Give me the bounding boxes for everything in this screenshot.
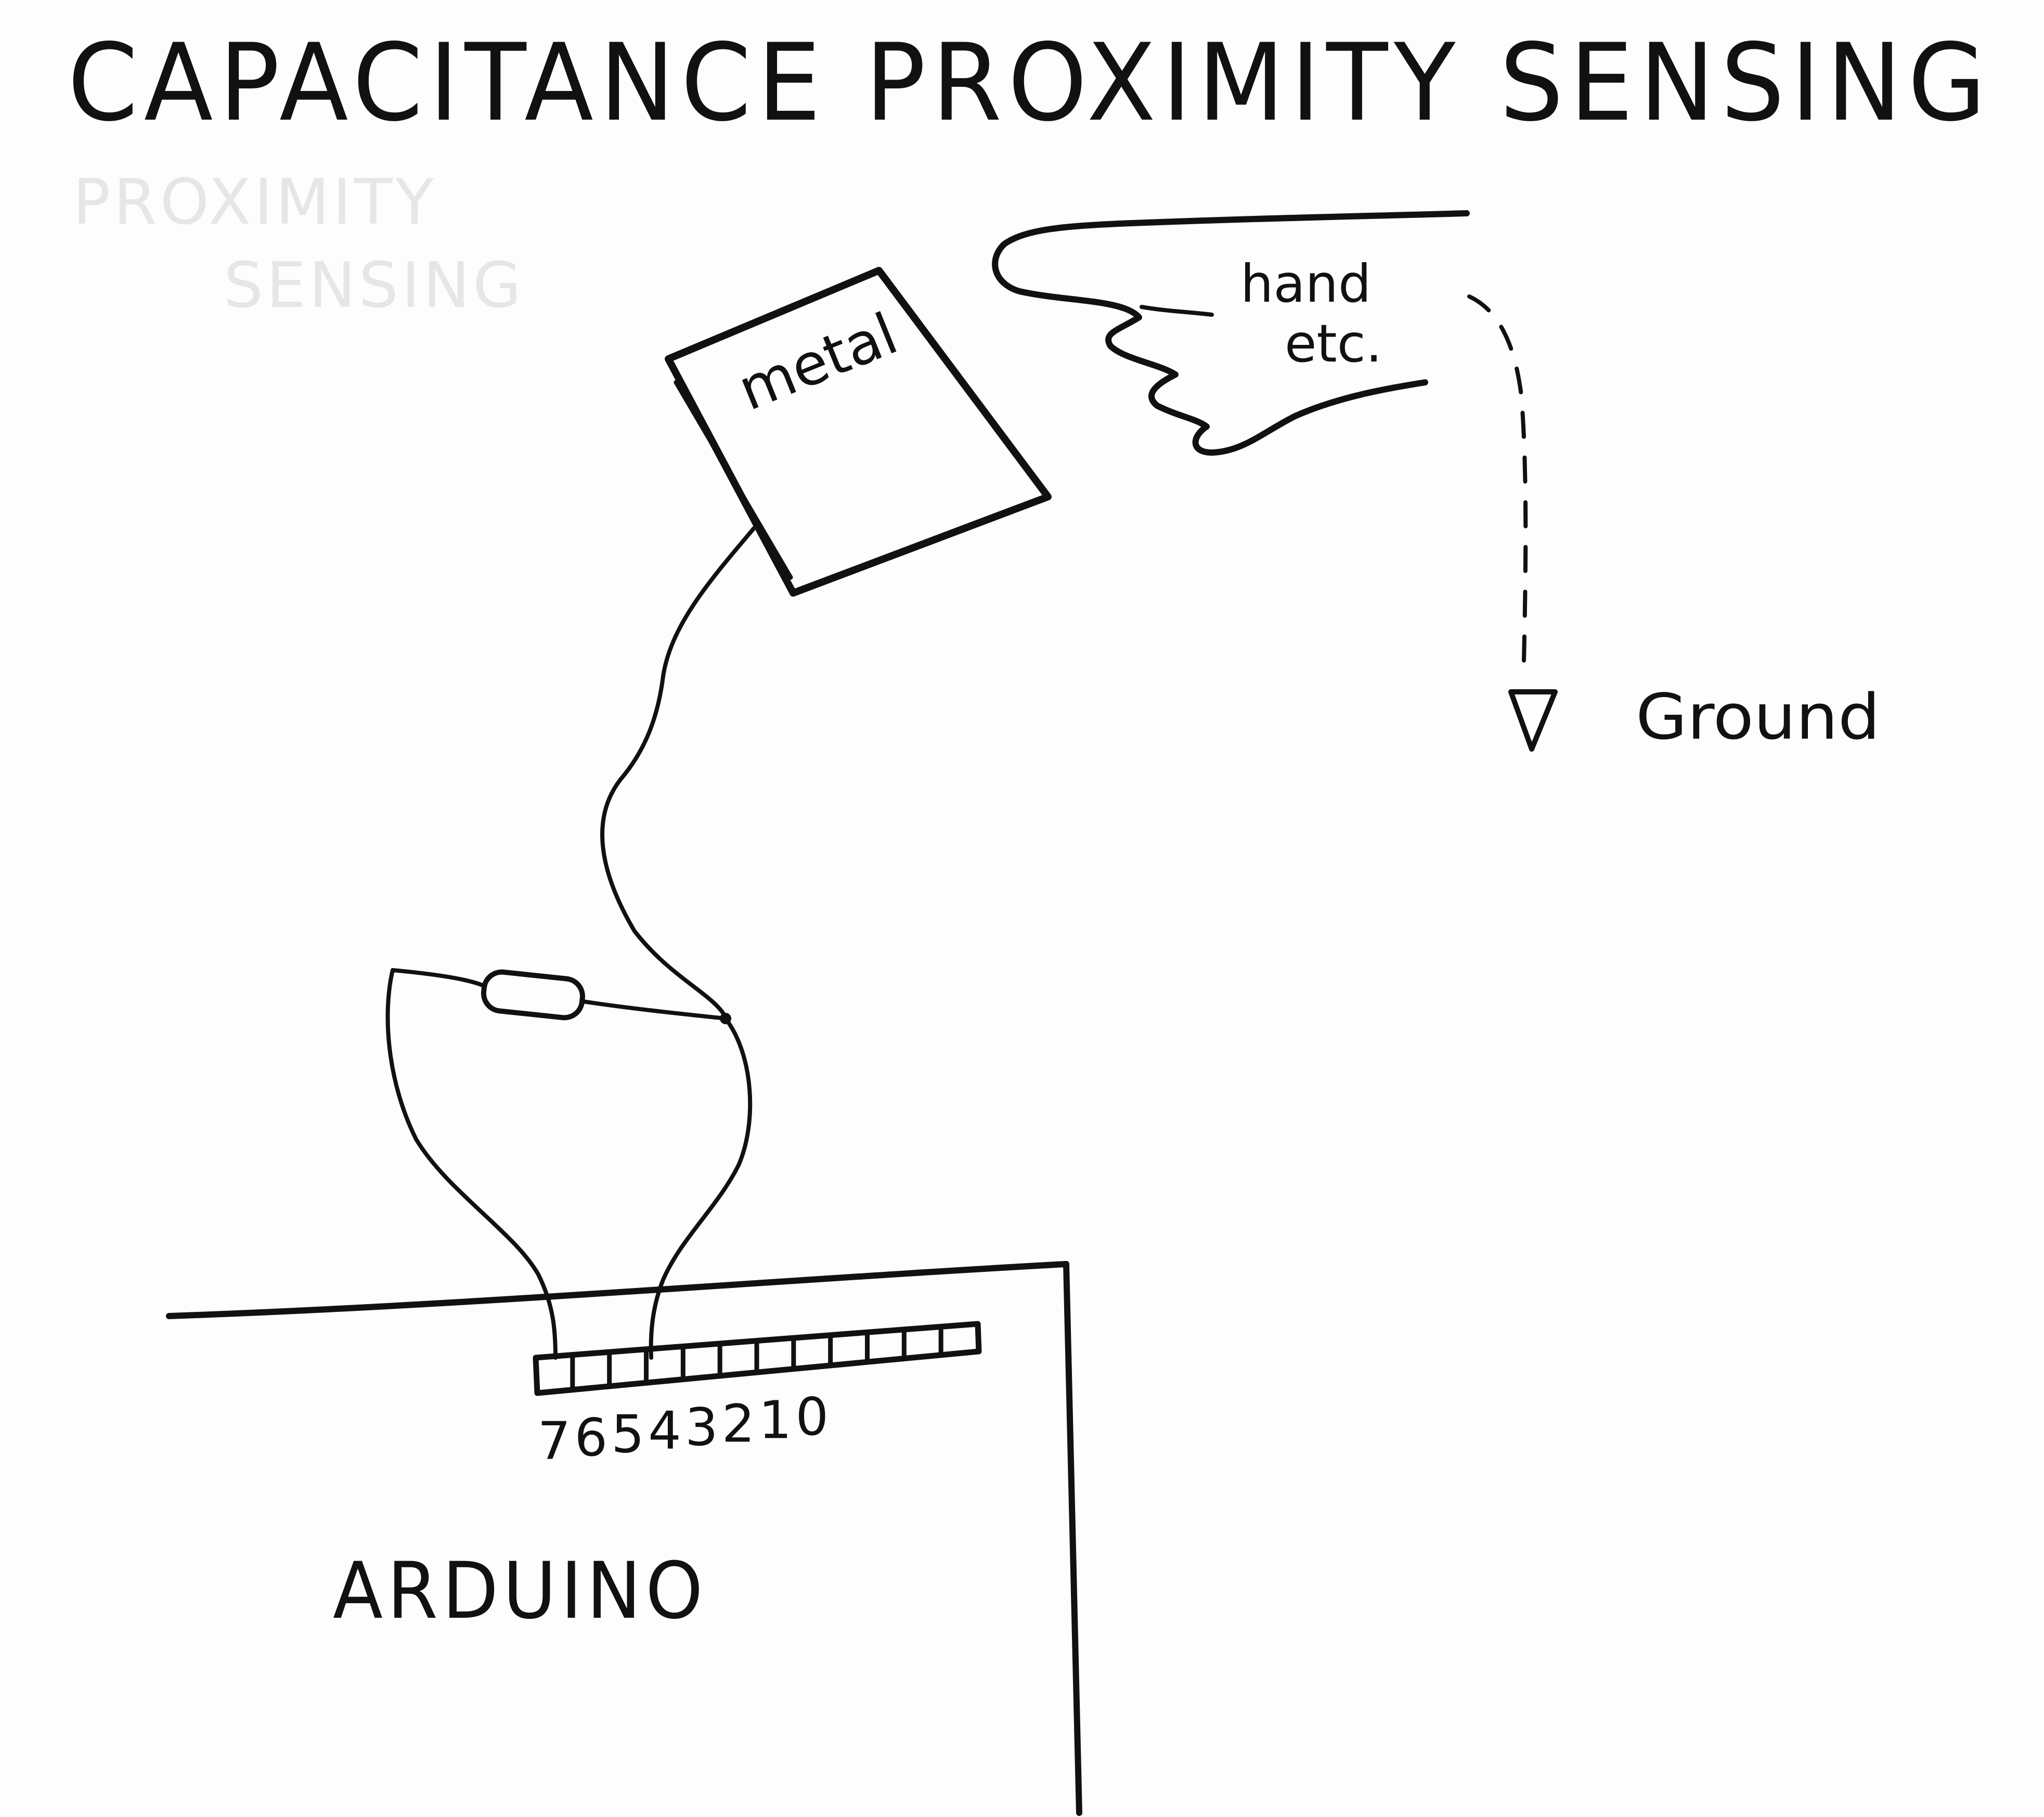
ghost-text-line-2: SENSING [224,250,524,322]
pin-label-2: 2 [722,1393,755,1454]
pin-label-7: 7 [538,1411,571,1472]
ghost-text: PROXIMITY SENSING [73,166,524,322]
metal-plate: metal [668,270,1048,593]
arduino-label: ARDUINO [333,1546,707,1636]
ground-path: Ground [1469,297,1880,754]
diagram-title: CAPACITANCE PROXIMITY SENSING [68,21,1992,145]
sensor-wire [602,528,754,1017]
pin-labels: 76543210 [538,1386,829,1472]
pin-label-3: 3 [685,1397,718,1458]
pin-label-1: 1 [759,1390,792,1451]
pin-header [536,1324,979,1393]
ground-symbol [1511,692,1555,749]
hand-label-line-1: hand [1240,253,1372,314]
pin-label-0: 0 [795,1386,829,1447]
pin-label-6: 6 [574,1407,607,1468]
ground-label: Ground [1636,681,1880,754]
hand-label-line-2: etc. [1285,313,1382,374]
pin-label-4: 4 [648,1400,681,1461]
hand-drawing: hand etc. [995,213,1467,453]
ghost-text-line-1: PROXIMITY [73,166,437,239]
pin-label-5: 5 [611,1403,644,1464]
wire-to-pin-5 [651,1019,751,1358]
